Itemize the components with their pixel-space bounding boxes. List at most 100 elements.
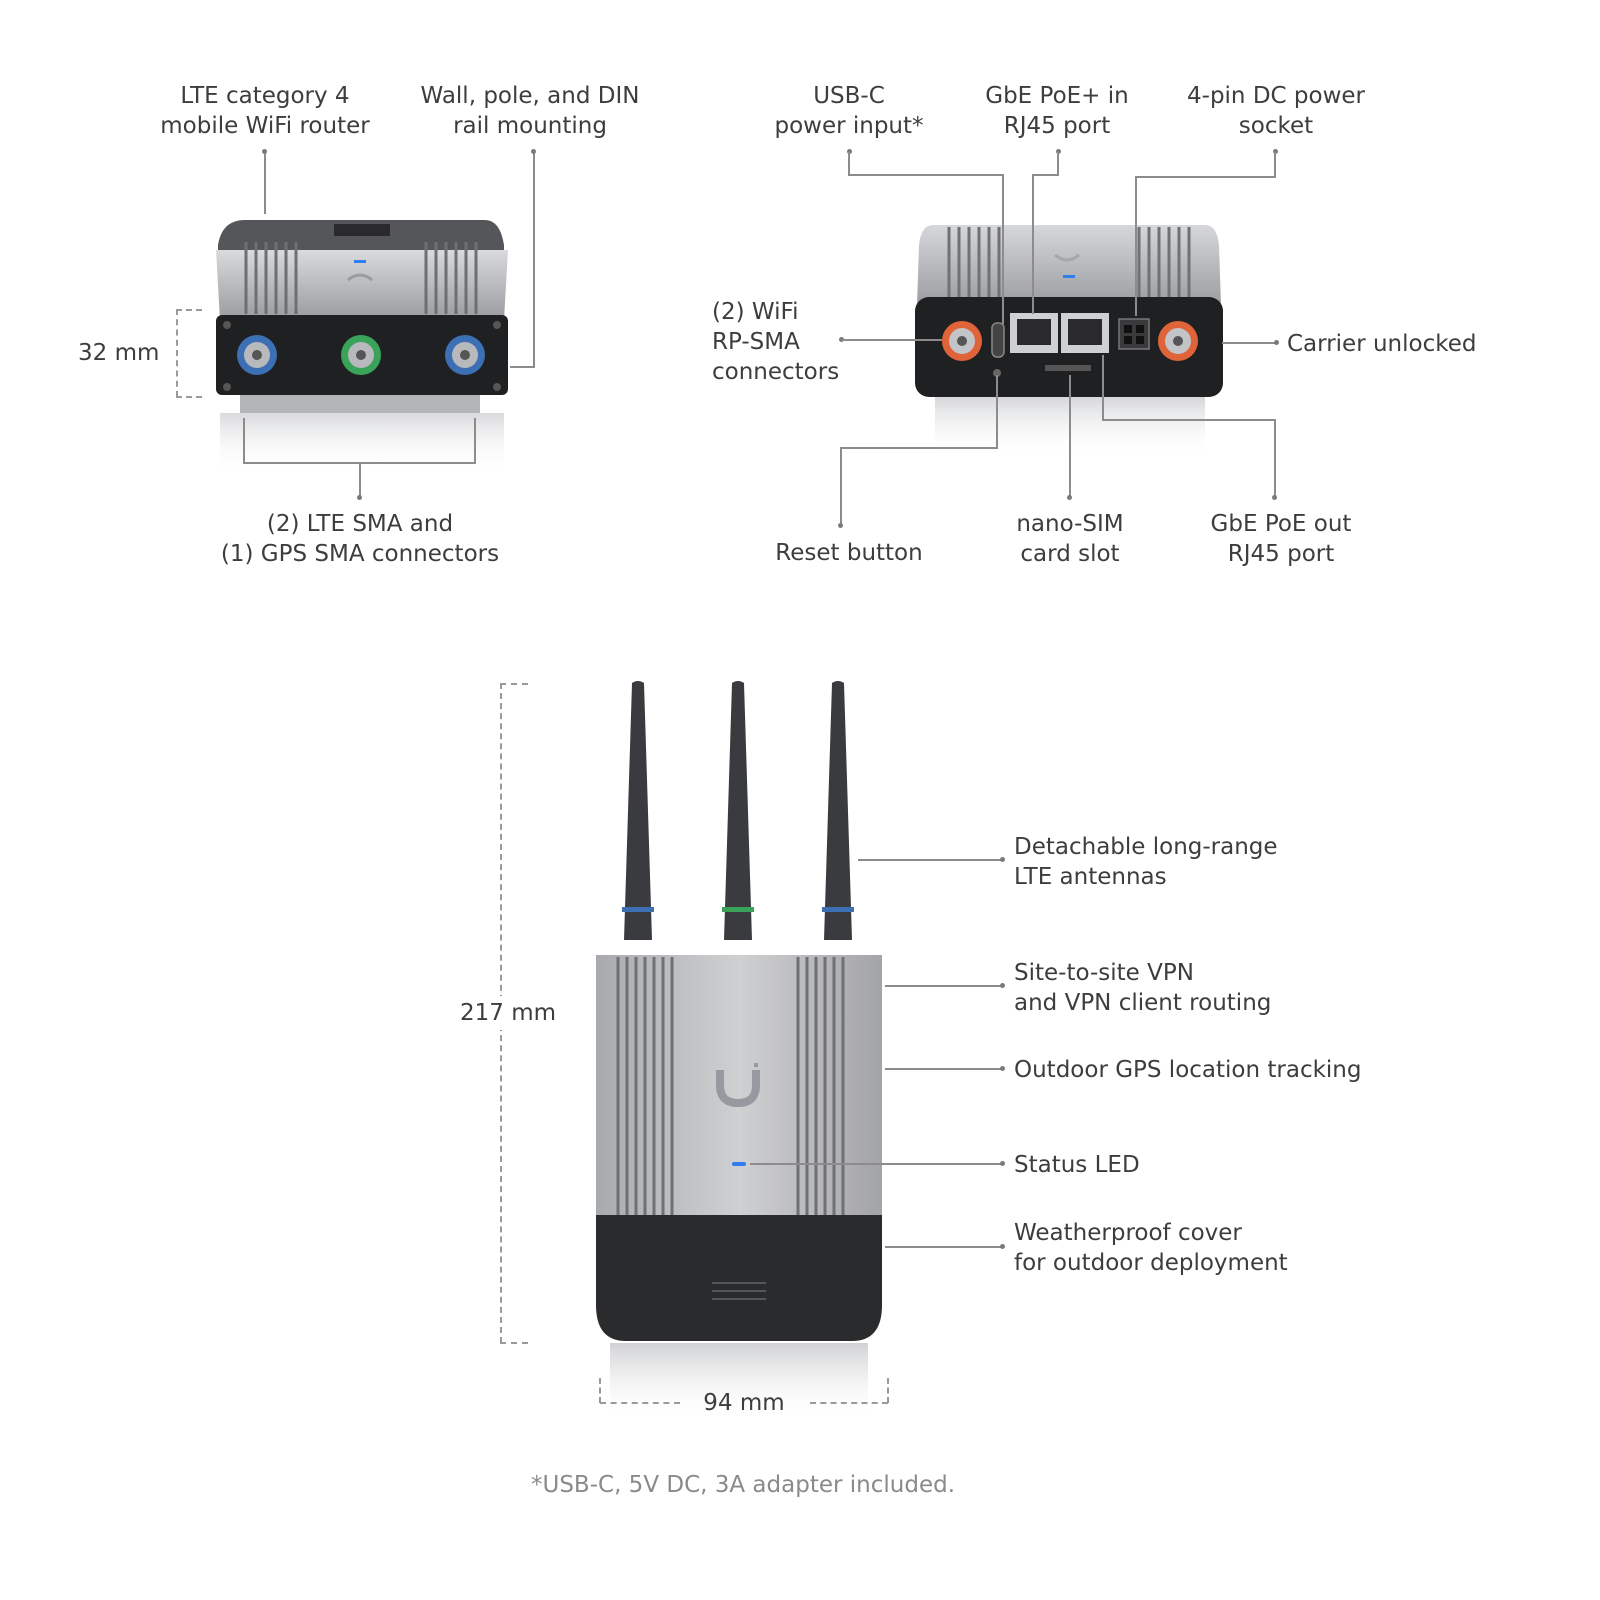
router-type-label: LTE category 4 mobile WiFi router [160, 81, 369, 141]
rj45-port-in [1010, 313, 1058, 353]
leader-line [1069, 375, 1071, 497]
antenna-right [822, 681, 854, 940]
leader-line [1032, 174, 1059, 176]
leader-dot [1056, 149, 1061, 154]
leader-dot [1067, 495, 1072, 500]
height-dimension-label: 32 mm [78, 340, 160, 366]
width-dimension-label: 94 mm [703, 1390, 785, 1416]
leader-line [840, 447, 842, 525]
nano-sim-slot [1045, 365, 1091, 371]
leader-dot [1272, 495, 1277, 500]
leader-dot [1000, 1161, 1005, 1166]
leader-line [1102, 355, 1104, 421]
wifi-rp-sma-connector-right [1158, 321, 1198, 361]
wifi-connectors-text: (2) WiFi RP-SMA connectors [712, 299, 840, 385]
height-dimension-tick [176, 396, 202, 398]
usb-c-label: USB-C power input* [774, 81, 923, 141]
sma-connectors-label: (2) LTE SMA and (1) GPS SMA connectors [221, 509, 499, 569]
leader-line [885, 1246, 1001, 1248]
gps-tracking-label: Outdoor GPS location tracking [1014, 1057, 1362, 1083]
leader-dot [838, 523, 843, 528]
wifi-connectors-label: (2) WiFi RP-SMA connectors [712, 297, 839, 387]
leader-dot [357, 495, 362, 500]
lte-sma-connector-left [237, 335, 277, 375]
carrier-unlocked-label: Carrier unlocked [1287, 331, 1477, 357]
poe-in-text: GbE PoE+ in RJ45 port [985, 83, 1129, 139]
leader-line [858, 859, 1001, 861]
leader-line [243, 418, 245, 464]
width-dimension-tick [887, 1378, 889, 1403]
leader-dot [1000, 983, 1005, 988]
leader-line [264, 152, 266, 214]
sma-connectors-text: (2) LTE SMA and (1) GPS SMA connectors [220, 511, 500, 567]
ubiquiti-logo [716, 1063, 760, 1108]
poe-in-label: GbE PoE+ in RJ45 port [985, 81, 1128, 141]
weatherproof-cover-text: Weatherproof cover for outdoor deploymen… [1014, 1220, 1288, 1276]
leader-line [1102, 419, 1276, 421]
gps-sma-connector [341, 335, 381, 375]
leader-line [1032, 174, 1034, 314]
mounting-label: Wall, pole, and DIN rail mounting [421, 81, 640, 141]
reset-button [993, 369, 1001, 377]
leader-line [848, 152, 850, 176]
weatherproof-cover-label: Weatherproof cover for outdoor deploymen… [1014, 1218, 1288, 1278]
leader-line [842, 339, 942, 341]
dc-power-label: 4-pin DC power socket [1187, 81, 1365, 141]
width-dimension-line [810, 1402, 888, 1404]
reset-button-label: Reset button [775, 540, 923, 566]
leader-dot [1274, 340, 1279, 345]
leader-line [885, 985, 1001, 987]
vpn-text: Site-to-site VPN and VPN client routing [1014, 960, 1272, 1016]
antenna-center [722, 681, 754, 940]
leader-line [359, 462, 361, 498]
nano-sim-label: nano-SIM card slot [1016, 509, 1123, 569]
leader-line [474, 418, 476, 464]
poe-out-text: GbE PoE out RJ45 port [1210, 511, 1352, 567]
dc-power-socket [1118, 318, 1150, 350]
leader-line [840, 447, 998, 449]
mounting-text: Wall, pole, and DIN rail mounting [420, 83, 640, 139]
leader-line [533, 152, 535, 366]
leader-line [1274, 419, 1276, 497]
height-dimension-tick [176, 309, 202, 311]
leader-dot [1000, 857, 1005, 862]
height-dimension-label: 217 mm [460, 996, 557, 1030]
vpn-label: Site-to-site VPN and VPN client routing [1014, 958, 1271, 1018]
nano-sim-text: nano-SIM card slot [1016, 511, 1124, 567]
weatherproof-cover [596, 1215, 882, 1341]
antennas-label: Detachable long-range LTE antennas [1014, 832, 1278, 892]
leader-dot [1000, 1066, 1005, 1071]
leader-dot [839, 337, 844, 342]
antenna-left [622, 681, 654, 940]
leader-line [750, 1163, 1001, 1165]
lte-sma-connector-right [445, 335, 485, 375]
leader-line [1057, 152, 1059, 176]
status-led-label: Status LED [1014, 1152, 1140, 1178]
rj45-port-out [1061, 313, 1109, 353]
leader-line [996, 375, 998, 449]
leader-dot [1000, 1244, 1005, 1249]
wifi-rp-sma-connector-left [942, 321, 982, 361]
router-type-text: LTE category 4 mobile WiFi router [160, 83, 370, 139]
status-led [732, 1162, 746, 1166]
leader-dot [847, 149, 852, 154]
leader-line [1274, 152, 1276, 178]
width-dimension-tick [599, 1378, 601, 1403]
leader-line [848, 174, 1004, 176]
usb-c-text: USB-C power input* [774, 83, 924, 139]
leader-dot [1273, 149, 1278, 154]
leader-dot [531, 149, 536, 154]
footnote: *USB-C, 5V DC, 3A adapter included. [530, 1472, 956, 1498]
leader-line [1135, 176, 1137, 316]
leader-dot [262, 149, 267, 154]
leader-line [510, 366, 535, 368]
dc-power-text: 4-pin DC power socket [1187, 83, 1365, 139]
leader-line [1222, 342, 1277, 344]
poe-out-label: GbE PoE out RJ45 port [1211, 509, 1352, 569]
antennas-text: Detachable long-range LTE antennas [1014, 834, 1278, 890]
height-dimension-tick [500, 1342, 528, 1344]
width-dimension-line [600, 1402, 680, 1404]
router-upright-view [596, 681, 882, 1423]
router-front-view [216, 220, 508, 473]
